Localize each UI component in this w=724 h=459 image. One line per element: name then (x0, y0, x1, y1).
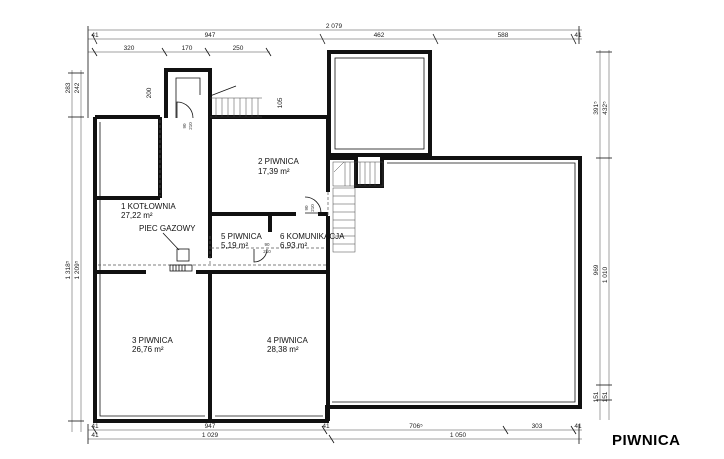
dim-top-right: 588 (498, 32, 509, 39)
stairs-right (332, 161, 384, 253)
room-1-area: 27,22 m² (121, 211, 153, 220)
dim-right-bot-a: 151 (593, 391, 600, 402)
stairs-top (209, 85, 262, 118)
room-6-name: 6 KOMUNIKACJA (280, 232, 345, 241)
door-2-height: 210 (310, 204, 315, 212)
door-swings (176, 101, 322, 263)
room-2-area: 17,39 m² (258, 167, 290, 176)
boiler-symbol (162, 232, 193, 272)
dim-right-bot-b: 151 (602, 391, 609, 402)
dim-right-mid-b: 1 010 (602, 266, 609, 283)
dim-bottom-total-right: 1 050 (450, 432, 467, 439)
room-3-area: 26,76 m² (132, 345, 164, 354)
dim-stair-a: 200 (146, 87, 153, 98)
dim-top-mid: 462 (374, 32, 385, 39)
door-3-width: 90 (264, 242, 270, 247)
dim-wall-d: 41 (322, 423, 330, 430)
dim-wall-e: 41 (574, 423, 582, 430)
dim-top-left: 947 (205, 32, 216, 39)
room-3-name: 3 PIWNICA (132, 336, 174, 345)
dim-bottom-c: 303 (532, 423, 543, 430)
dim-wall-a: 41 (91, 32, 99, 39)
room-2-name: 2 PIWNICA (258, 157, 300, 166)
door-3-height: 210 (263, 249, 271, 254)
dim-wall-c: 41 (91, 423, 99, 430)
dim-left-top-b: 242 (74, 82, 81, 93)
left-dimension-lines (68, 70, 84, 432)
dim-top2-b: 170 (182, 45, 193, 52)
dim-right-top-b: 432⁵ (602, 101, 609, 115)
door-1-width: 90 (182, 123, 187, 129)
dim-wall-b: 41 (574, 32, 582, 39)
sheet-title: PIWNICA (612, 432, 681, 449)
right-dimension-lines (596, 50, 612, 420)
top-dimension-lines (87, 26, 582, 118)
bottom-dimension-lines (87, 424, 582, 444)
door-2-width: 90 (304, 205, 309, 211)
dim-left-total-a: 1 318⁵ (65, 260, 72, 279)
openings (98, 120, 329, 266)
dim-bottom-total-left: 1 029 (202, 432, 219, 439)
dim-right-mid-a: 969 (593, 264, 600, 275)
dim-right-top-a: 391⁵ (593, 101, 600, 115)
dim-top2-c: 250 (233, 45, 244, 52)
dim-top-total: 2 079 (326, 23, 343, 30)
dim-wall-f: 41 (91, 432, 99, 439)
dim-top2-a: 320 (124, 45, 135, 52)
room-1-name: 1 KOTŁOWNIA (121, 202, 176, 211)
dim-bottom-b: 706⁵ (409, 423, 423, 430)
room-4-name: 4 PIWNICA (267, 336, 309, 345)
boiler-label: PIEC GAZOWY (139, 224, 196, 233)
room-5-area: 5,19 m² (221, 241, 248, 250)
dim-left-total-b: 1 209⁵ (74, 260, 81, 279)
door-1-height: 210 (188, 122, 193, 130)
room-5-name: 5 PIWNICA (221, 232, 263, 241)
room-6-area: 6,93 m² (280, 241, 307, 250)
dim-bottom-a: 947 (205, 423, 216, 430)
room-4-area: 28,38 m² (267, 345, 299, 354)
dim-left-top-a: 283 (65, 82, 72, 93)
dim-stair-b: 105 (277, 97, 284, 108)
